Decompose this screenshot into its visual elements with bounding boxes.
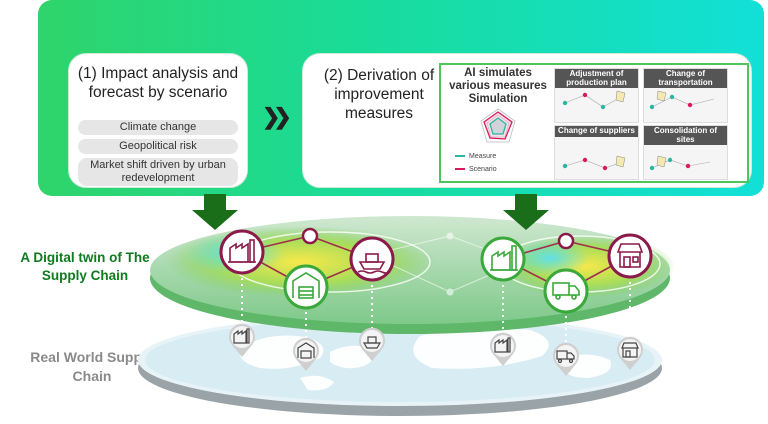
panel-consolidation: Consolidation of sites [643, 125, 728, 180]
legend-measure: Measure [455, 153, 496, 160]
factory-icon [489, 332, 516, 366]
panel-production-plan: Adjustment of production plan [554, 68, 639, 123]
ring-node [301, 227, 319, 245]
simulation-panel: AI simulates various measures Simulation… [439, 63, 749, 183]
legend-scenario: Scenario [455, 166, 497, 173]
impact-analysis-title: (1) Impact analysis and forecast by scen… [77, 65, 239, 101]
panel-suppliers: Change of suppliers [554, 125, 639, 180]
ship-icon [359, 327, 386, 361]
ring-node [557, 232, 575, 250]
simulation-title: AI simulates various measures Simulation [449, 67, 547, 105]
truck-icon [543, 268, 589, 314]
store-icon [617, 336, 643, 370]
truck-icon [553, 342, 579, 376]
store-icon [607, 233, 653, 279]
factory-icon [480, 236, 526, 282]
scenario-pill-market-shift: Market shift driven by urban redevelopme… [78, 158, 238, 186]
factory-icon [219, 229, 265, 275]
digital-twin-label: A Digital twin of The Supply Chain [20, 250, 150, 283]
projection-lines [241, 278, 631, 346]
warehouse-icon [293, 337, 320, 371]
panel-transportation: Change of transportation [643, 68, 728, 123]
real-world-label: Real World Supply Chain [30, 349, 154, 384]
ship-icon [349, 236, 395, 282]
derivation-title: (2) Derivation of improvement measures [323, 67, 435, 122]
down-arrow-icons [192, 194, 549, 230]
radar-chart-icon [480, 108, 516, 143]
impact-analysis-card: (1) Impact analysis and forecast by scen… [68, 53, 248, 188]
factory-icon [229, 323, 256, 357]
scenario-pill-geopolitical: Geopolitical risk [78, 139, 238, 154]
derivation-card: (2) Derivation of improvement measures A… [302, 53, 752, 188]
scenario-pill-climate: Climate change [78, 120, 238, 135]
world-map-disk [138, 314, 662, 416]
warehouse-icon [283, 264, 329, 310]
